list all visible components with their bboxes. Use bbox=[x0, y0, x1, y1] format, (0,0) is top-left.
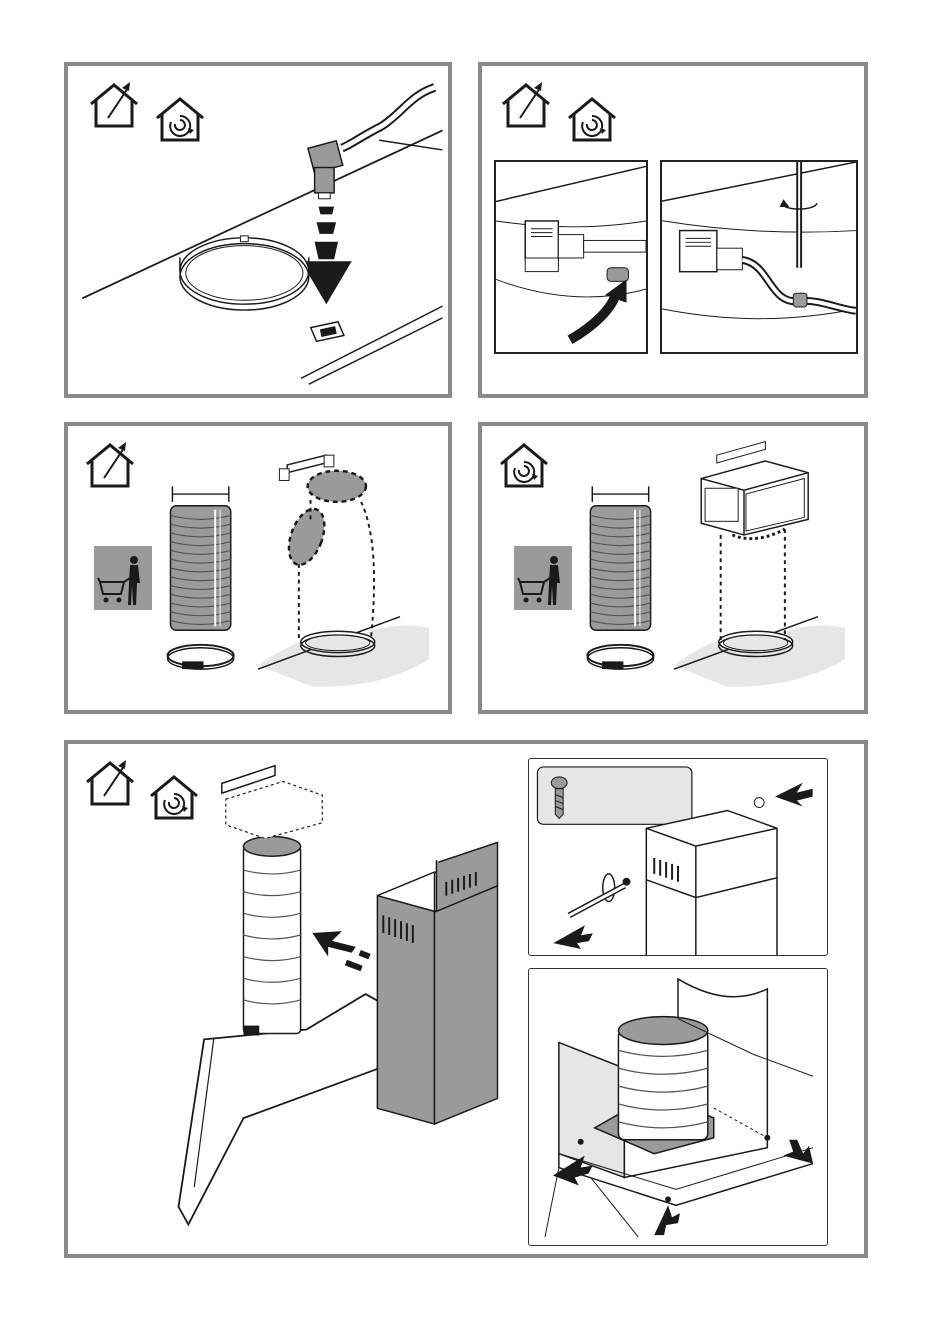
screw-fixing-detail bbox=[528, 758, 828, 956]
chimney-base-fixing-illustration bbox=[529, 969, 827, 1245]
step-panel-electrical-connection bbox=[64, 62, 452, 398]
cable-clamp-illustration-before bbox=[496, 162, 646, 352]
cable-clamp-detail-before bbox=[494, 160, 648, 354]
step-panel-cable-clamp bbox=[478, 62, 868, 398]
cable-clamp-detail-after bbox=[660, 160, 858, 354]
step-panel-duct-recirculation bbox=[478, 422, 868, 714]
recirculation-mode-icon bbox=[154, 96, 206, 142]
chimney-base-fixing-detail bbox=[528, 968, 828, 1246]
recirculation-mode-icon bbox=[566, 96, 618, 142]
cable-clamp-illustration-after bbox=[662, 162, 856, 352]
ducted-mode-icon bbox=[88, 82, 140, 128]
step-panel-duct-ducted bbox=[64, 422, 452, 714]
step-panel-chimney-assembly bbox=[64, 740, 868, 1258]
duct-recirculation-illustration bbox=[482, 426, 864, 710]
ducted-mode-icon bbox=[500, 82, 552, 128]
duct-ducted-illustration bbox=[68, 426, 448, 710]
screw-fixing-illustration bbox=[529, 759, 827, 955]
